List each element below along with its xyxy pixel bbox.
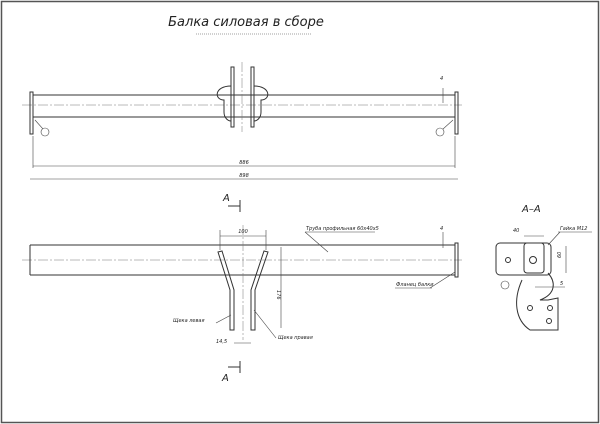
weld-mark-right: [435, 127, 445, 137]
cheek-profile: [516, 272, 559, 331]
section-mark-bottom: A: [221, 373, 229, 384]
dim-cheek-spacing: 100: [238, 229, 248, 235]
dim-thickness-front: 4: [440, 226, 443, 232]
right-cheek: [250, 250, 269, 331]
front-view: A 100 176 14,5 Труба профильная 60х40х5 …: [22, 193, 462, 384]
label-left-cheek: Щека левая: [173, 318, 205, 324]
dim-inner-length: 886: [239, 160, 249, 166]
right-weld-bracket: [253, 85, 269, 122]
drawing-title: Балка силовая в сборе: [168, 15, 324, 30]
left-flange: [29, 91, 34, 135]
label-flange: Фланец балки: [396, 282, 434, 288]
dim-section-width: 40: [513, 228, 519, 234]
top-view: 4 886 898: [22, 62, 462, 180]
section-mark-top: A: [222, 193, 230, 204]
label-tube: Труба профильная 60х40х5: [306, 226, 379, 232]
dim-thickness-top: 4: [440, 76, 443, 82]
tube-section: [523, 242, 545, 274]
dim-section-offset: 5: [560, 281, 563, 287]
flange-plate: [495, 242, 552, 276]
weld-mark-left: [40, 127, 50, 137]
label-nut: Гайка М12: [560, 226, 587, 232]
left-weld-bracket: [216, 85, 232, 122]
right-flange: [454, 91, 459, 135]
left-cheek: [217, 250, 235, 331]
right-cheek: [250, 66, 255, 128]
left-cheek: [230, 66, 235, 128]
section-a-a: А–А 40 60 5 Гайка М12: [495, 204, 592, 331]
nut: [529, 256, 537, 264]
dim-section-height: 60: [557, 252, 563, 258]
label-right-cheek: Щека правая: [278, 335, 313, 341]
dim-cheek-height: 176: [275, 290, 281, 300]
flange: [454, 242, 459, 278]
dim-total-length: 898: [239, 173, 249, 179]
dim-cheek-gap: 14,5: [216, 339, 227, 345]
section-title: А–А: [521, 204, 541, 215]
